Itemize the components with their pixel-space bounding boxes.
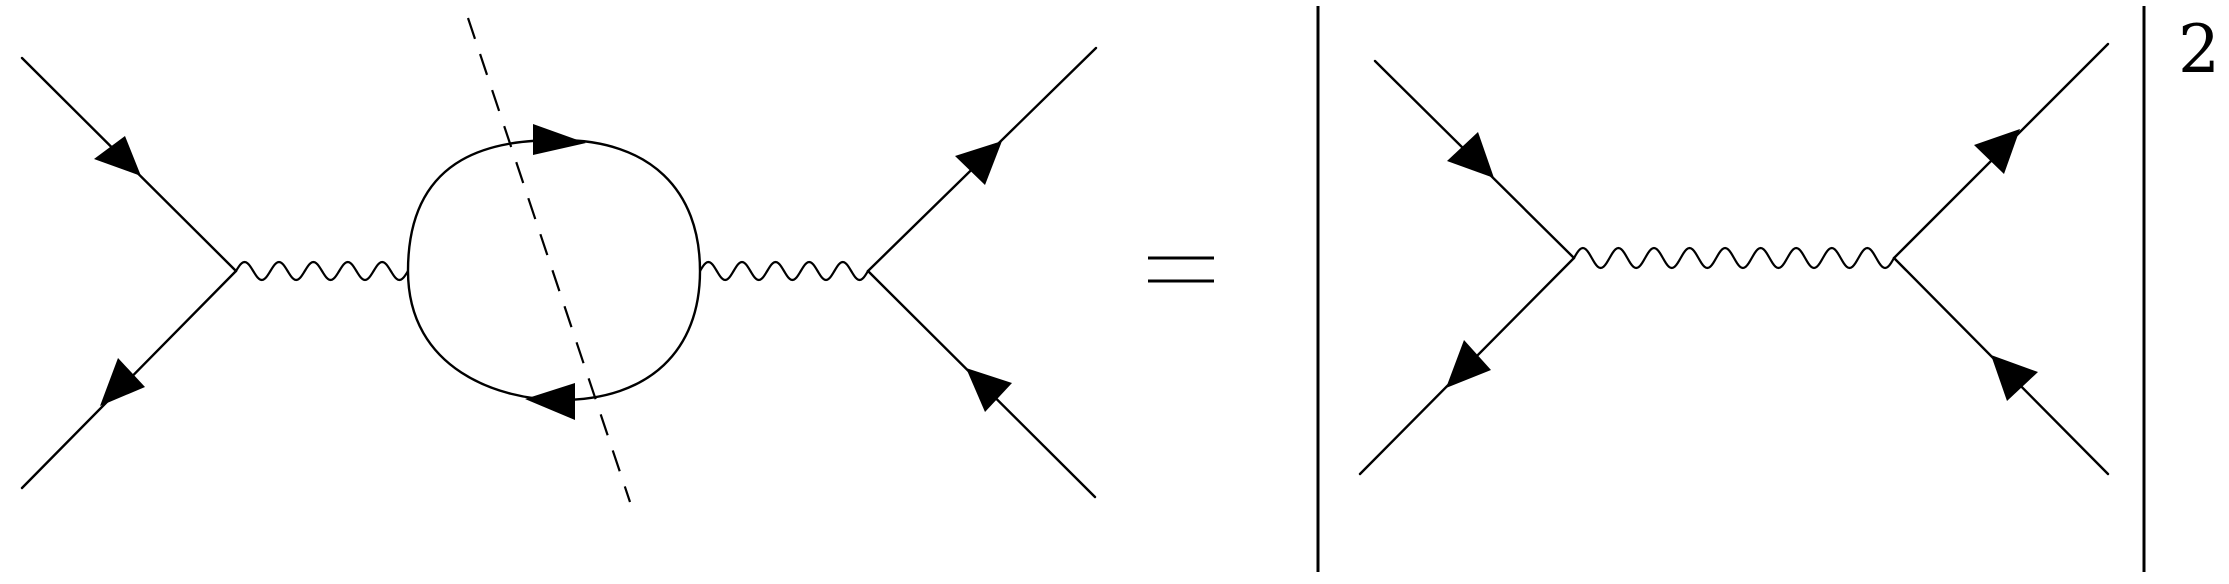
- tree-arrow-lower-right: [1991, 355, 2038, 401]
- tree-diagram-squared: 2: [1316, 6, 2220, 572]
- loop-diagram: [20, 17, 1098, 503]
- tree-arrow-upper-left: [1447, 132, 1494, 178]
- photon-propagator-left: [235, 260, 409, 282]
- loop-arrow-top: [533, 124, 586, 155]
- loop-arrow-bottom: [525, 383, 575, 420]
- tree-arrow-lower-left: [1446, 340, 1491, 388]
- tree-arrow-upper-right: [1974, 129, 2020, 174]
- arrow-upper-right: [955, 141, 1002, 185]
- fermion-loop-upper-arc: [406, 138, 702, 272]
- fermion-loop-lower-arc: [406, 270, 702, 402]
- photon-propagator-right: [699, 260, 869, 282]
- exponent-label: 2: [2178, 11, 2220, 88]
- tree-photon-propagator: [1573, 246, 1895, 270]
- equals-sign: [1148, 256, 1214, 283]
- cutkosky-cut-line: [466, 17, 632, 503]
- arrow-lower-left: [100, 358, 145, 406]
- arrow-upper-left: [94, 136, 141, 176]
- arrow-lower-right: [966, 368, 1012, 412]
